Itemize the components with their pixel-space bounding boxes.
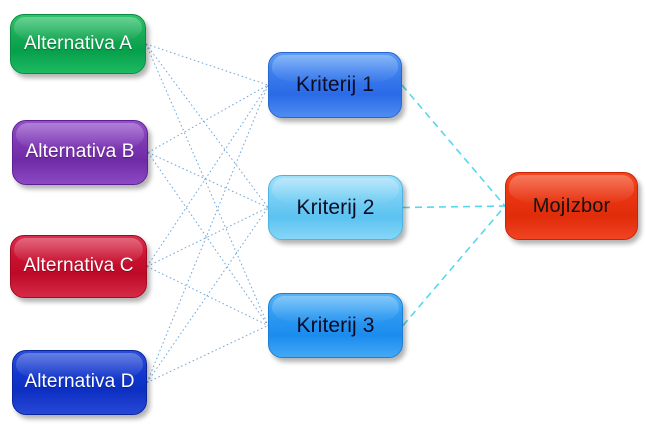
edge-alt-a-to-crit-2: [145, 43, 269, 208]
node-label: Alternativa C: [23, 255, 134, 277]
edge-alt-b-to-crit-1: [147, 84, 269, 153]
node-kriterij-3[interactable]: Kriterij 3: [268, 293, 403, 358]
edge-alt-a-to-crit-3: [145, 43, 269, 326]
edge-alt-b-to-crit-3: [147, 152, 269, 326]
edges-criteria-to-goal: [401, 84, 506, 327]
edge-alt-d-to-crit-3: [146, 325, 269, 383]
node-alternativa-a[interactable]: Alternativa A: [10, 14, 146, 74]
edge-alt-b-to-crit-2: [147, 152, 269, 208]
edge-alt-c-to-crit-1: [146, 84, 269, 267]
node-label: Alternativa B: [25, 141, 135, 163]
node-label: Kriterij 3: [296, 313, 375, 337]
edge-alt-c-to-crit-3: [146, 266, 269, 326]
edge-crit-1-to-goal: [401, 84, 506, 207]
node-alternativa-d[interactable]: Alternativa D: [12, 350, 147, 415]
edge-alt-d-to-crit-2: [146, 207, 269, 383]
edge-crit-2-to-goal: [402, 205, 506, 209]
node-label: Alternativa A: [24, 32, 132, 54]
node-label: Kriterij 2: [296, 195, 375, 219]
edge-alt-a-to-crit-1: [145, 43, 269, 86]
node-alternativa-c[interactable]: Alternativa C: [10, 235, 147, 298]
node-label: Alternativa D: [24, 371, 135, 393]
edges-alternatives-to-criteria: [145, 43, 269, 383]
node-alternativa-b[interactable]: Alternativa B: [12, 120, 148, 185]
edge-crit-3-to-goal: [402, 205, 506, 327]
node-kriterij-1[interactable]: Kriterij 1: [268, 52, 402, 118]
edge-alt-c-to-crit-2: [146, 207, 269, 267]
node-label: Kriterij 1: [295, 73, 375, 97]
node-mojizbor[interactable]: MojIzbor: [505, 172, 638, 240]
node-label: MojIzbor: [532, 195, 611, 217]
edge-alt-d-to-crit-1: [146, 84, 269, 383]
node-kriterij-2[interactable]: Kriterij 2: [268, 175, 403, 240]
